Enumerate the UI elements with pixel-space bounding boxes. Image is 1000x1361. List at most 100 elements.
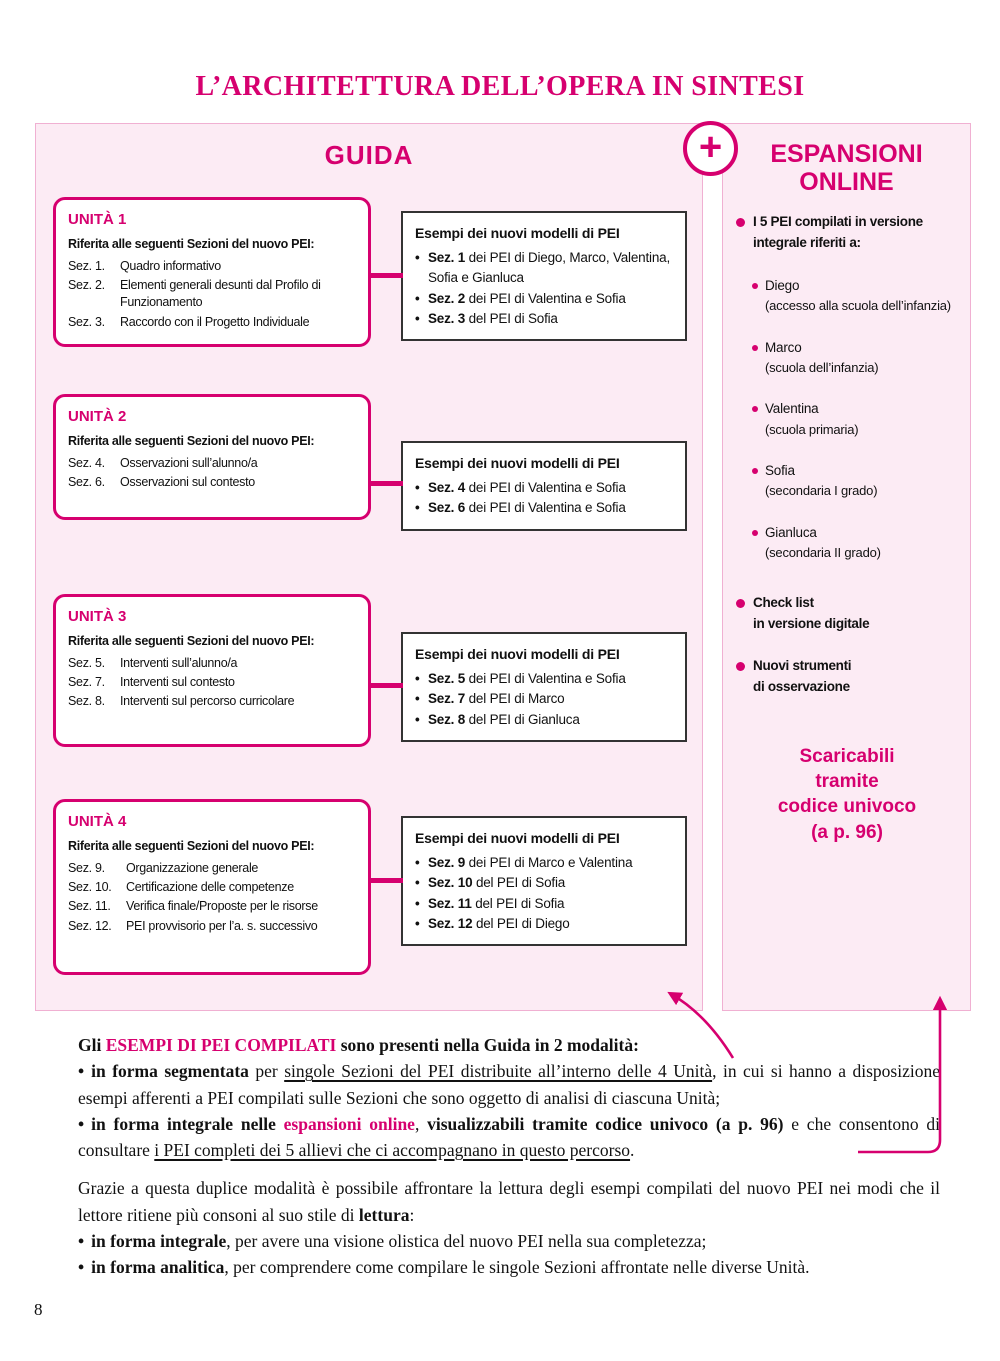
bullet-line: Nuovi strumenti: [753, 658, 852, 674]
text-run: per: [248, 1061, 285, 1082]
student-name: Gianluca: [765, 524, 817, 540]
text-run: lettura: [358, 1204, 410, 1225]
sez-text: Osservazioni sul contesto: [120, 475, 255, 490]
unita-3-box: UNITÀ 3 Riferita alle seguenti Sezioni d…: [53, 594, 371, 747]
student-detail: (secondaria I grado): [765, 483, 878, 499]
esempi-text: Sez. 2 dei PEI di Valentina e Sofia: [428, 289, 673, 309]
esempi-text: Sez. 3 del PEI di Sofia: [428, 309, 673, 329]
sez-item: Sez. 9.Organizzazione generale: [68, 860, 356, 877]
strumenti-bullet: Nuovi strumenti di osservazione: [736, 656, 958, 698]
esempi-box-1: Esempi dei nuovi modelli di PEI •Sez. 1 …: [401, 211, 687, 341]
bullet-forma-integrale: •in forma integrale nelle espansioni onl…: [78, 1111, 940, 1164]
esempi-text: Sez. 9 dei PEI di Marco e Valentina: [428, 853, 673, 873]
student-name: Marco: [765, 339, 802, 355]
sez-ref: Sez. 2: [428, 290, 466, 306]
unita-2-box: UNITÀ 2 Riferita alle seguenti Sezioni d…: [53, 394, 371, 520]
body-text: Gli ESEMPI DI PEI COMPILATI sono present…: [78, 1032, 940, 1280]
espansioni-header-line2: ONLINE: [799, 168, 894, 196]
student-name: Sofia: [765, 463, 795, 479]
bullet-glyph: •: [78, 1113, 85, 1134]
sez-ref: Sez. 4: [428, 480, 466, 495]
sez-text: Raccordo con il Progetto Individuale: [120, 314, 310, 329]
guida-panel: GUIDA UNITÀ 1 Riferita alle seguenti Sez…: [35, 123, 703, 1011]
sez-number: Sez. 5.: [68, 655, 105, 670]
student-item-gianluca: Gianluca (secondaria II grado): [736, 523, 958, 563]
sez-number: Sez. 4.: [68, 455, 105, 470]
checklist-bullet: Check list in versione digitale: [736, 593, 958, 635]
text-run: .: [630, 1140, 635, 1160]
connector-line-1: [369, 273, 403, 278]
bullet-line: integrale riferiti a:: [753, 234, 861, 250]
esempi-text: Sez. 10 del PEI di Sofia: [428, 873, 673, 893]
sez-item: Sez. 6.Osservazioni sul contesto: [68, 474, 356, 491]
bullet-glyph: •: [78, 1257, 85, 1277]
sez-item: Sez. 10.Certificazione delle competenze: [68, 879, 356, 896]
bullet-line: Check list: [753, 594, 814, 610]
bullet-line: in versione digitale: [753, 615, 870, 631]
espansioni-content: I 5 PEI compilati in versione integrale …: [736, 212, 958, 845]
sez-item: Sez. 8.Interventi sul percorso curricola…: [68, 693, 356, 710]
text-run: Gli: [78, 1035, 106, 1055]
esempi-text: Sez. 1 dei PEI di Diego, Marco, Valentin…: [428, 248, 673, 289]
text-run: :: [409, 1204, 415, 1225]
plus-icon: +: [683, 121, 738, 176]
esempi-item: • Sez. 3 del PEI di Sofia: [415, 309, 673, 329]
sez-ref: Sez. 12: [428, 915, 473, 931]
connector-line-4: [369, 878, 403, 883]
esempi-text: Sez. 4 dei PEI di Valentina e Sofia: [428, 478, 673, 498]
page-number: 8: [34, 1300, 43, 1319]
download-note-line: Scaricabili: [799, 746, 895, 768]
sez-ref-rest: del PEI di Sofia: [472, 875, 566, 891]
esempi-text: Sez. 7 del PEI di Marco: [428, 689, 673, 709]
sez-number: Sez. 11.: [68, 899, 111, 914]
sez-ref-rest: dei PEI di Valentina e Sofia: [465, 290, 626, 306]
esempi-item: • Sez. 5 dei PEI di Valentina e Sofia: [415, 669, 673, 689]
esempi-item: •Sez. 4 dei PEI di Valentina e Sofia: [415, 478, 673, 498]
esempi-text: Sez. 8 del PEI di Gianluca: [428, 710, 673, 730]
unita-4-box: UNITÀ 4 Riferita alle seguenti Sezioni d…: [53, 799, 371, 975]
bullet-dot-small-icon: [752, 282, 758, 289]
sez-ref: Sez. 10: [428, 875, 473, 891]
underlined-text: i PEI completi dei 5 allievi che ci acco…: [154, 1140, 631, 1160]
accent-text: ESEMPI DI PEI COMPILATI: [105, 1035, 337, 1055]
bullet-glyph: •: [415, 895, 420, 911]
bullet-glyph: •: [415, 855, 420, 870]
bullet-glyph: •: [415, 875, 420, 891]
esempi-item: •Sez. 11 del PEI di Sofia: [415, 894, 673, 914]
sez-text: Interventi sul contesto: [120, 675, 235, 690]
esempi-box-4: Esempi dei nuovi modelli di PEI • Sez. 9 …: [401, 816, 687, 946]
sez-text: Interventi sul percorso curricolare: [120, 694, 295, 709]
unit-title: UNITÀ 2: [68, 408, 127, 425]
sez-item: Sez. 11.Verifica finale/Proposte per le …: [68, 898, 356, 915]
sez-ref-rest: del PEI di Diego: [472, 915, 570, 931]
bullet-forma-integrale-2: •in forma integrale, per avere una visio…: [78, 1228, 940, 1254]
bullet-glyph: •: [415, 290, 420, 306]
bullet-dot-small-icon: [752, 406, 758, 413]
sez-ref: Sez. 7: [428, 691, 466, 707]
sez-ref-rest: dei PEI di Marco e Valentina: [465, 855, 633, 870]
unit-intro: Riferita alle seguenti Sezioni del nuovo…: [68, 433, 315, 448]
student-name: Diego: [765, 277, 800, 293]
sez-ref: Sez. 5: [428, 671, 466, 686]
student-detail: (secondaria II grado): [765, 545, 881, 561]
esempi-header: Esempi dei nuovi modelli di PEI: [415, 830, 620, 846]
connector-line-2: [369, 481, 403, 486]
sez-ref-rest: dei PEI di Valentina e Sofia: [465, 671, 626, 686]
sez-number: Sez. 3.: [68, 314, 105, 329]
bullet-glyph: •: [415, 250, 420, 265]
sez-item: Sez. 12.PEI provvisorio per l’a. s. succ…: [68, 918, 356, 935]
bullet-glyph: •: [78, 1061, 85, 1082]
bullet-glyph: •: [415, 671, 420, 686]
text-run: in forma segmentata: [91, 1061, 249, 1082]
text-run: in forma analitica: [91, 1257, 225, 1277]
bullet-glyph: •: [415, 310, 420, 326]
bullet-glyph: •: [78, 1230, 85, 1251]
student-detail: (accesso alla scuola dell’infanzia): [765, 298, 951, 314]
esempi-box-2: Esempi dei nuovi modelli di PEI •Sez. 4 …: [401, 441, 687, 531]
text-run: visualizzabili tramite codice univoco (a…: [427, 1113, 784, 1134]
student-item-valentina: Valentina (scuola primaria): [736, 399, 958, 439]
unit-title: UNITÀ 1: [68, 211, 127, 228]
paragraph-modalita: Gli ESEMPI DI PEI COMPILATI sono present…: [78, 1032, 940, 1058]
bullet-line: I 5 PEI compilati in versione: [753, 214, 923, 229]
sez-ref: Sez. 6: [428, 500, 466, 516]
